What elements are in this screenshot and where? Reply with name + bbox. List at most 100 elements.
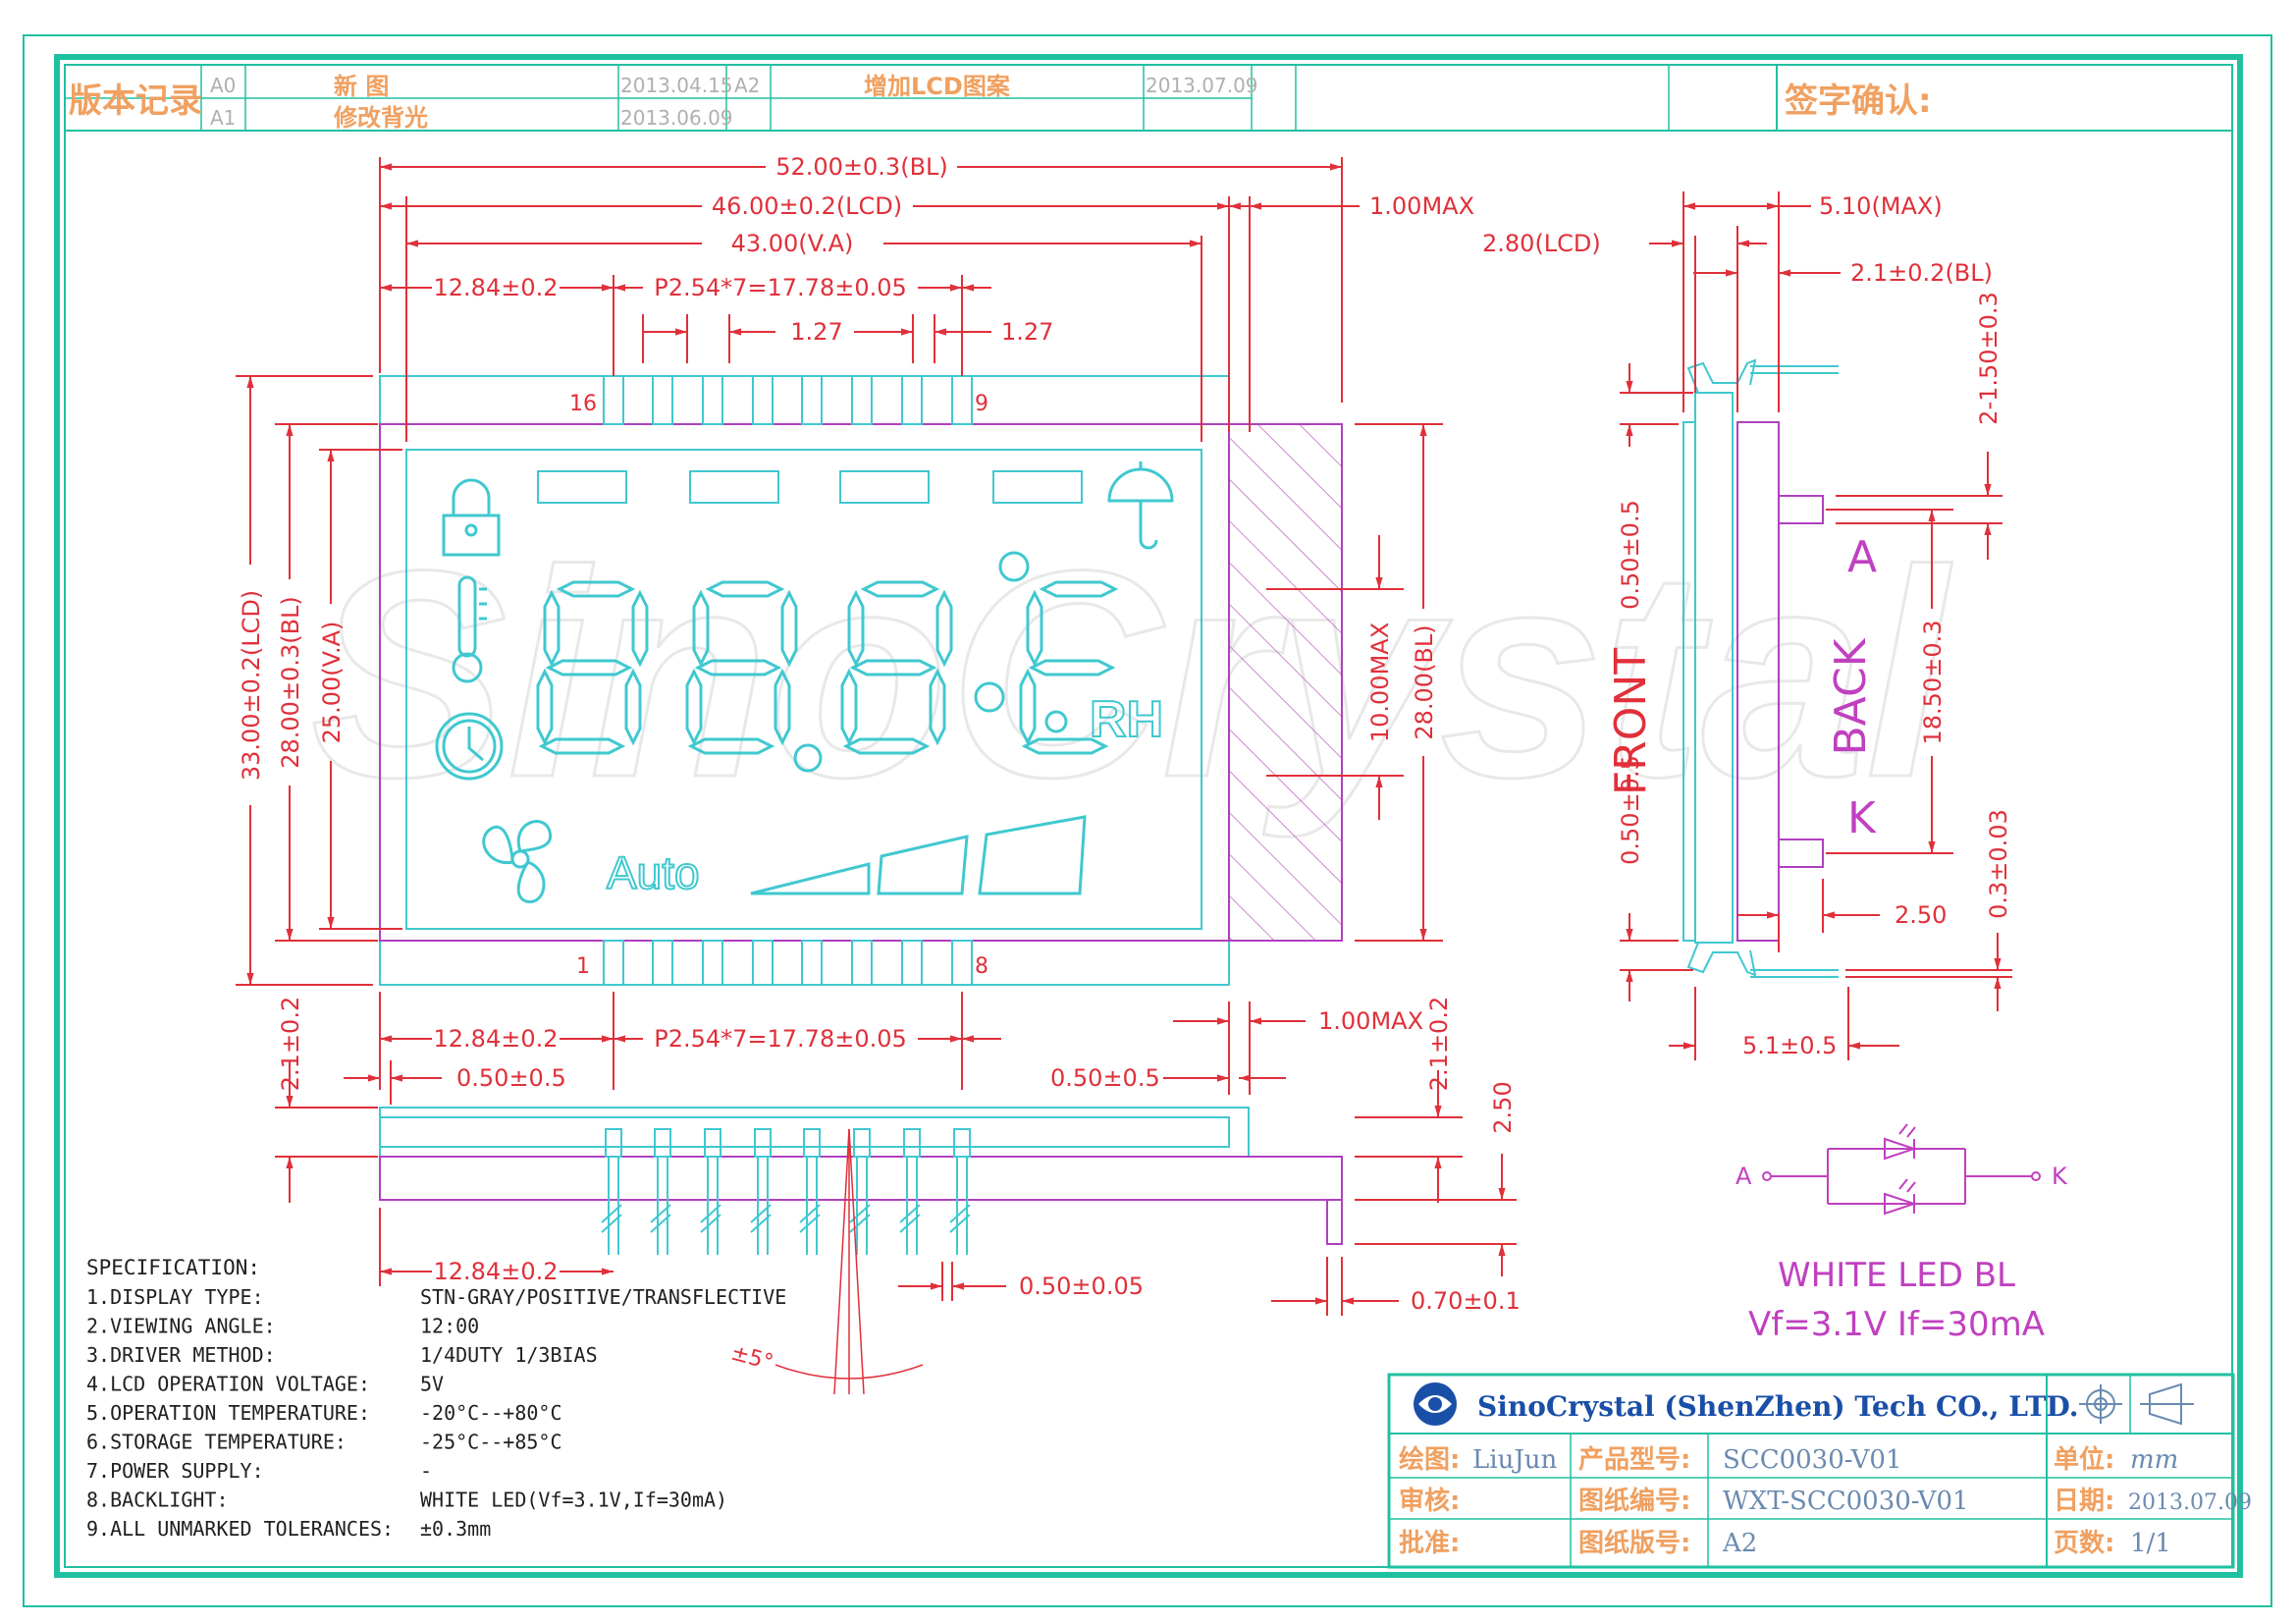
- pin-top-10: [901, 375, 923, 425]
- umbrella-icon: [1107, 461, 1174, 550]
- pin-side-top-1: [605, 1128, 622, 1158]
- clock-icon: [435, 712, 504, 781]
- dwg-no-label: 图纸编号:: [1578, 1486, 1690, 1516]
- spec-label-5: 5.OPERATION TEMPERATURE:: [86, 1401, 370, 1425]
- led-k-label: K: [2052, 1163, 2068, 1190]
- revision-title: 版本记录: [69, 81, 202, 121]
- rev-date-a1: 2013.06.09: [620, 106, 733, 130]
- dim-pin-offset-bottom: 12.84±0.2: [434, 1025, 559, 1053]
- pin-1-label: 1: [576, 954, 590, 979]
- side-dim-250: 2.50: [1895, 901, 1947, 929]
- watermark: SinoCrystal: [310, 509, 1952, 840]
- bottom-pins: [603, 940, 973, 986]
- side-dim-510: 5.10(MAX): [1819, 192, 1943, 220]
- pin-side-lead-4: [750, 1157, 772, 1255]
- projection-symbol-icon: [2079, 1382, 2194, 1426]
- dwg-ver-label: 图纸版号:: [1578, 1528, 1690, 1558]
- dim-off05-left: 0.50±0.5: [456, 1064, 566, 1092]
- draw-label: 绘图:: [1399, 1444, 1460, 1475]
- rh-dot: [1044, 710, 1068, 733]
- pin-top-15: [652, 375, 673, 425]
- side-label-k: K: [1847, 793, 1877, 843]
- dim-21-right: 2.1±0.2: [1425, 997, 1453, 1091]
- dim-10max: 10.00MAX: [1366, 623, 1394, 742]
- spec-value-4: 5V: [420, 1373, 444, 1396]
- spec-header: SPECIFICATION:: [86, 1256, 260, 1279]
- outer-frame: [23, 34, 2272, 1607]
- pin-8-label: 8: [975, 954, 988, 979]
- pin-bottom-6: [851, 940, 873, 986]
- fan-speed-bars: [750, 815, 1087, 895]
- pin-side-top-6: [853, 1128, 871, 1158]
- spec-label-9: 9.ALL UNMARKED TOLERANCES:: [86, 1517, 394, 1541]
- dim-bl-height: 28.00±0.3(BL): [277, 596, 304, 769]
- date-label: 日期:: [2054, 1487, 2114, 1516]
- company-logo: [1414, 1382, 1457, 1426]
- rev-code-a0: A0: [210, 74, 236, 97]
- review-label: 审核:: [1399, 1486, 1460, 1516]
- pin-side-lead-6: [849, 1157, 871, 1255]
- specification-list: SPECIFICATION: 1.DISPLAY TYPE:STN-GRAY/P…: [86, 1256, 786, 1541]
- dwg-no-value: WXT-SCC0030-V01: [1723, 1487, 1969, 1516]
- side-dim-1850: 18.50±0.3: [1919, 621, 1947, 745]
- dim-angle: ±5°: [728, 1340, 775, 1375]
- page-label: 页数:: [2054, 1529, 2114, 1558]
- pin-side-lead-5: [799, 1157, 821, 1255]
- pin-side-lead-7: [899, 1157, 921, 1255]
- spec-label-7: 7.POWER SUPPLY:: [86, 1459, 264, 1483]
- title-block: SinoCrystal (ShenZhen) Tech CO., LTD. 绘图…: [1387, 1373, 2252, 1569]
- spec-value-3: 1/4DUTY 1/3BIAS: [420, 1343, 598, 1367]
- front-label: FRONT: [1606, 648, 1656, 795]
- spec-label-8: 8.BACKLIGHT:: [86, 1489, 229, 1512]
- pin-side-top-7: [903, 1128, 921, 1158]
- side-dim-bl21: 2.1±0.2(BL): [1850, 259, 1993, 287]
- pin-bottom-7: [901, 940, 923, 986]
- spec-value-7: -: [420, 1459, 432, 1483]
- side-dim-150: 2-1.50±0.3: [1975, 292, 2002, 425]
- dim-pin-w2: 1.27: [1001, 318, 1053, 346]
- pin-top-9: [951, 375, 973, 425]
- degree-mark-1: [998, 551, 1030, 582]
- pin-bottom-3: [702, 940, 723, 986]
- pin-9-label: 9: [975, 392, 988, 416]
- pin-top-14: [702, 375, 723, 425]
- inner-frame: [54, 54, 2243, 1578]
- spec-value-1: STN-GRAY/POSITIVE/TRANSFLECTIVE: [420, 1285, 786, 1309]
- dim-va-height: 25.00(V.A): [318, 622, 346, 744]
- rev-code-a1: A1: [210, 106, 236, 130]
- rev-code-a2: A2: [734, 74, 760, 97]
- top-dimensions: 52.00±0.3(BL) 46.00±0.2(LCD) 1.00MAX 43.…: [379, 153, 1474, 442]
- spec-value-8: WHITE LED(Vf=3.1V,If=30mA): [420, 1489, 727, 1512]
- dim-pin-offset-side: 12.84±0.2: [434, 1258, 559, 1285]
- revision-table: 版本记录 A0 新 图 2013.04.15 A1 修改背光 2013.06.0…: [65, 65, 2232, 132]
- model-value: SCC0030-V01: [1723, 1445, 1902, 1475]
- pin-side-lead-8: [949, 1157, 971, 1255]
- spec-label-6: 6.STORAGE TEMPERATURE:: [86, 1431, 347, 1454]
- side-dim-51: 5.1±0.5: [1742, 1032, 1837, 1059]
- lock-icon: [442, 478, 501, 557]
- pin-bottom-1: [603, 940, 624, 986]
- spec-label-3: 3.DRIVER METHOD:: [86, 1343, 276, 1367]
- led-spec: Vf=3.1V If=30mA: [1748, 1305, 2045, 1344]
- right-dimensions: 10.00MAX 28.00(BL): [1266, 423, 1443, 942]
- side-dim-lcd280: 2.80(LCD): [1482, 230, 1601, 257]
- pin-side-lead-1: [601, 1157, 622, 1255]
- bottom-view: ±5°: [379, 1107, 1343, 1395]
- led-title: WHITE LED BL: [1778, 1256, 2015, 1295]
- company-name: SinoCrystal (ShenZhen) Tech CO., LTD.: [1477, 1390, 2079, 1423]
- dim-lcd-height: 33.00±0.2(LCD): [238, 590, 265, 781]
- spec-value-5: -20°C--+80°C: [420, 1401, 562, 1425]
- pin-top-12: [801, 375, 823, 425]
- dim-bl-28: 28.00(BL): [1411, 624, 1438, 739]
- spec-value-9: ±0.3mm: [420, 1517, 491, 1541]
- degree-mark-2: [974, 681, 1005, 713]
- dim-250-bottom: 2.50: [1489, 1081, 1517, 1133]
- approve-label: 批准:: [1399, 1529, 1460, 1558]
- top-pins: [603, 375, 973, 425]
- front-view: 16 9 1 8: [379, 375, 1343, 986]
- dim-lcd-width: 46.00±0.2(LCD): [712, 192, 902, 220]
- back-label: BACK: [1826, 637, 1876, 755]
- led-schematic: [1762, 1123, 2041, 1216]
- left-dimensions: 33.00±0.2(LCD) 28.00±0.3(BL) 25.00(V.A): [236, 375, 402, 986]
- spec-label-4: 4.LCD OPERATION VOLTAGE:: [86, 1373, 370, 1396]
